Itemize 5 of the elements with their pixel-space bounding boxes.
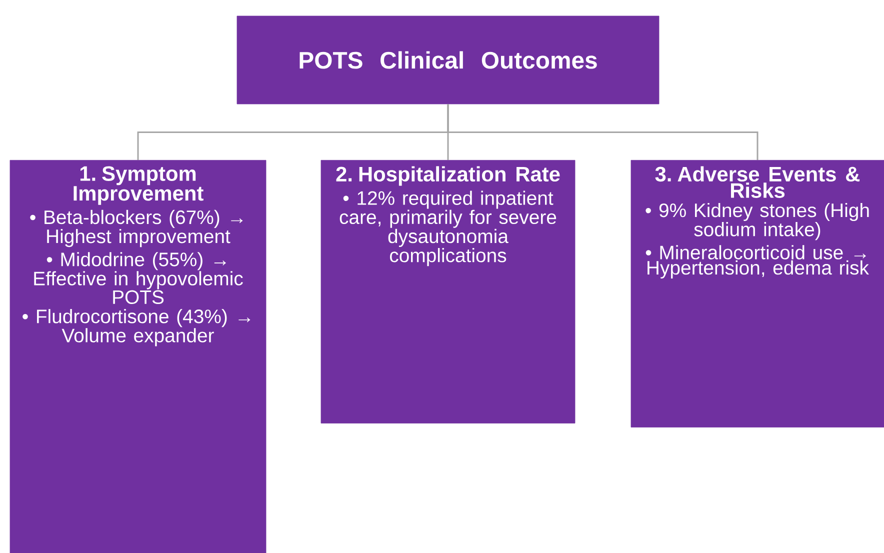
connector-line: [447, 104, 758, 160]
category-box: 1. Symptom Improvement • Beta-blockers (67%) → Highest improvement • Midodrine (55%) → Effective in hypovolemic POTS • Fludrocortisone (43%) → Volume expander: [10, 160, 266, 553]
category-box: 2. Hospitalization Rate • 12% required inpatient care, primarily for severe dysautonomia complications: [320, 160, 576, 424]
category-box: 3. Adverse Events & Risks • 9% Kidney stones (High sodium intake) • Mineralocorticoid use → Hypertension, edema risk: [630, 160, 884, 428]
title-box: POTS Clinical Outcomes: [236, 16, 660, 104]
